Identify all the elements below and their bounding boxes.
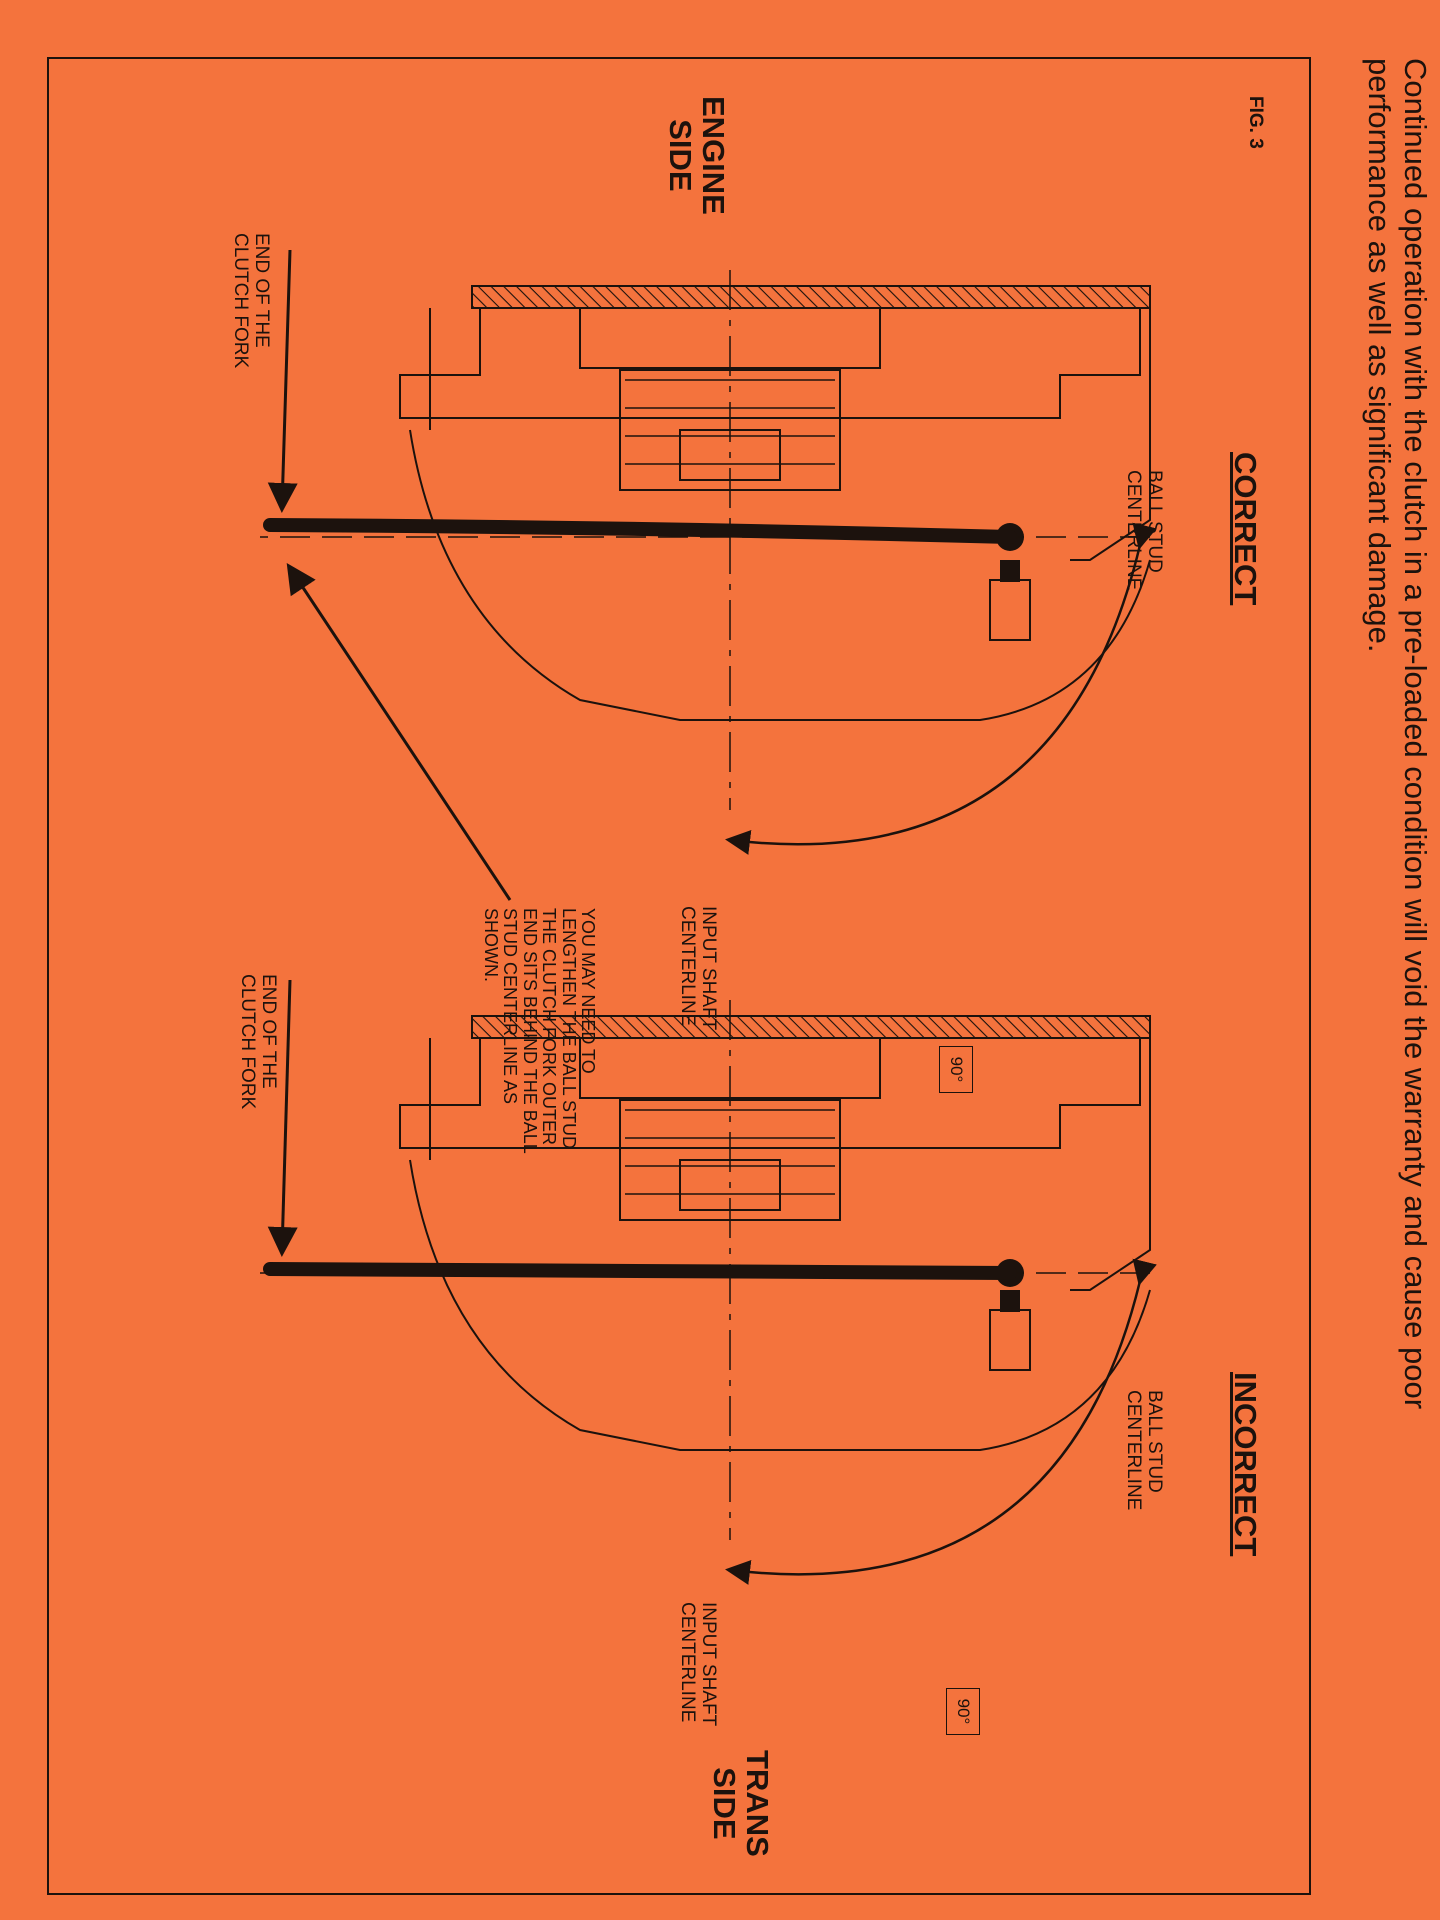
correct-release-bearing [679,429,781,481]
ball-stud-centerline-label-correct: BALL STUD CENTERLINE [1123,470,1165,591]
heading-correct: CORRECT [1228,452,1263,606]
correct-right-angle-arrow [725,522,1157,855]
incorrect-diaphragm-spring [619,1099,841,1221]
incorrect-disc-hub [579,1037,881,1099]
correct-disc-hub [579,307,881,369]
incorrect-ball-stud-base [989,1309,1031,1371]
correct-diaphragm-spring [619,369,841,491]
engine-side-label: ENGINE SIDE [662,96,731,215]
correct-pressure-plate-cover [399,308,1141,419]
incorrect-fork-end-pointer [267,979,298,1257]
incorrect-pressure-plate-cover [399,1038,1141,1149]
angle-badge-correct: 90° [939,1046,973,1093]
intro-line-1: Continued operation with the clutch in a… [1398,58,1433,1410]
correct-clutch-fork [263,518,1017,544]
fork-end-label-incorrect: END OF THE CLUTCH FORK [237,974,279,1110]
trans-side-label: TRANS SIDE [706,1750,775,1857]
ball-stud-centerline-label-incorrect: BALL STUD CENTERLINE [1123,1390,1165,1511]
correct-ball-stud-shaft [1000,560,1020,582]
intro-line-2: performance as well as significant damag… [1362,58,1397,653]
correct-flywheel [471,285,1151,309]
fork-adjustment-note: YOU MAY NEED TO LENGTHEN THE BALL STUD T… [480,908,598,1154]
figure-label: FIG. 3 [1245,96,1266,149]
figure-border [47,57,1311,1895]
incorrect-housing-top [1070,1038,1151,1291]
input-shaft-centerline-label-correct: INPUT SHAFT CENTERLINE [677,906,719,1031]
correct-ball-stud-base [989,579,1031,641]
note-pointer-arrow [286,562,512,901]
incorrect-release-bearing [679,1159,781,1211]
incorrect-clutch-fork [263,1262,1017,1280]
incorrect-ball-stud-shaft [1000,1290,1020,1312]
input-shaft-centerline-label-incorrect: INPUT SHAFT CENTERLINE [677,1602,719,1727]
heading-incorrect: INCORRECT [1228,1372,1263,1557]
correct-fork-end-pointer [267,249,298,513]
fork-end-label-correct: END OF THE CLUTCH FORK [230,233,272,369]
angle-badge-incorrect: 90° [946,1688,980,1735]
incorrect-right-angle-arrow [725,1258,1157,1585]
